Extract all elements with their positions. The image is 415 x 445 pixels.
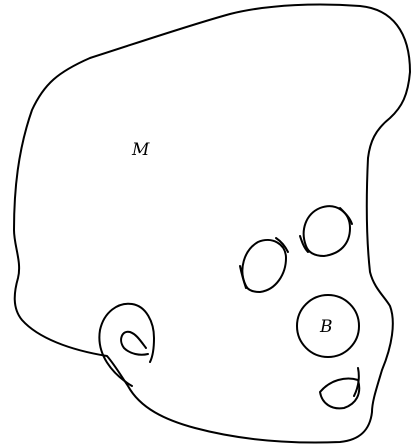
region-m-label: M [131,140,150,160]
left-notch [99,304,154,386]
hole-upper-right-tick-2 [340,208,352,224]
hole-upper-right [304,206,350,256]
left-notch-inner [121,332,148,355]
hole-left [242,240,286,292]
circle-b-label: B [319,317,333,337]
lower-right-lobe [320,379,359,409]
